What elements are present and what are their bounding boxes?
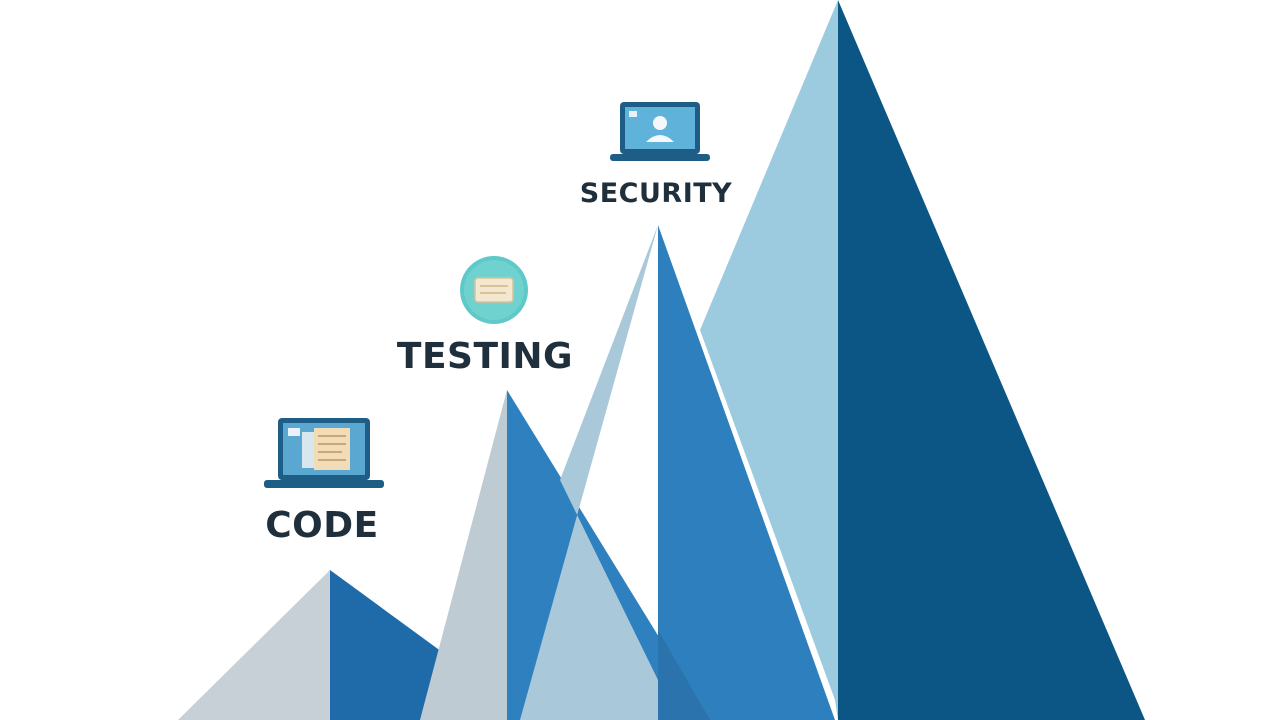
stage-label-testing: TESTING: [396, 336, 574, 377]
peak-security-light-face: [520, 225, 658, 720]
peak-overlap-shade: [658, 630, 710, 720]
laptop-code-icon: [262, 416, 386, 492]
peak-summit-dark-face: [838, 0, 1145, 720]
document-badge-icon: [456, 253, 532, 327]
peak-security-dark-face: [658, 225, 835, 720]
laptop-user-icon: [608, 100, 712, 164]
peak-testing-light-face: [420, 390, 507, 720]
peak-summit-light-face: [700, 0, 838, 720]
peak-code-light-face: [178, 570, 330, 720]
stage-label-security: SECURITY: [579, 178, 733, 209]
stage-label-code: CODE: [265, 505, 379, 546]
